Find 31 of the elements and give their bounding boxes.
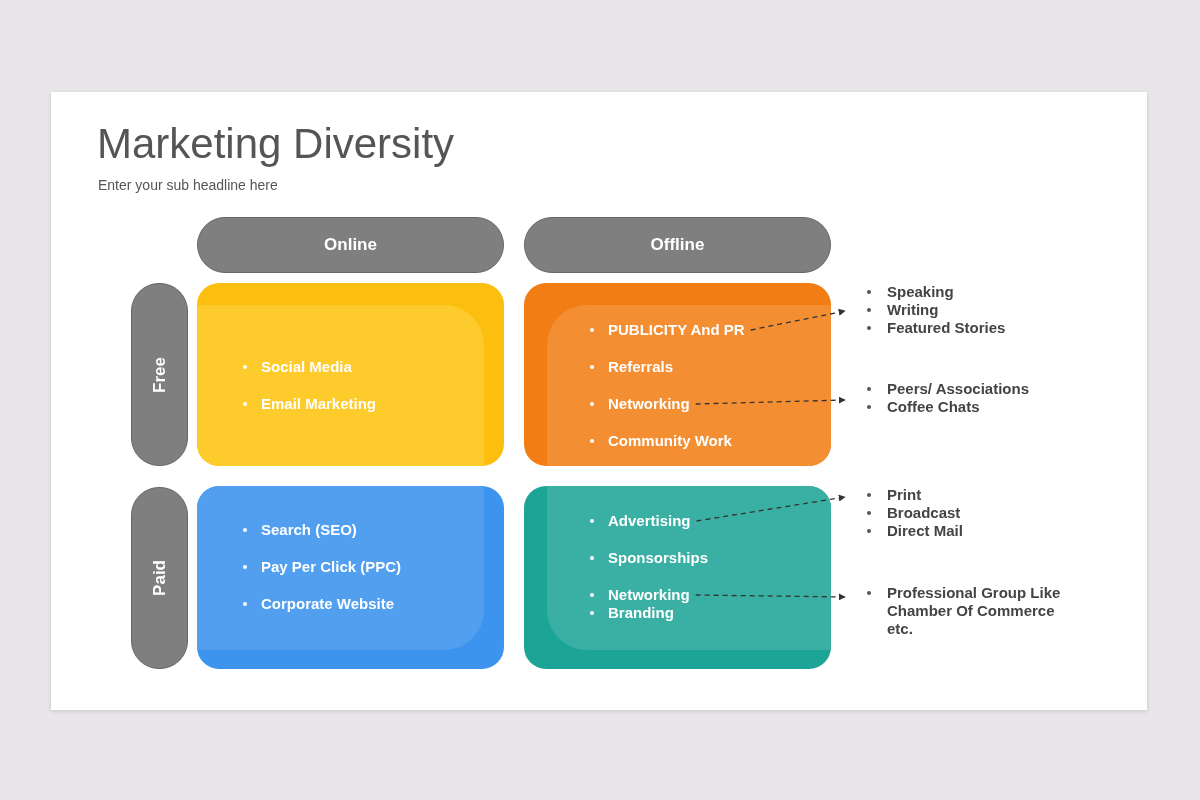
list-item: Networking: [588, 586, 690, 604]
list-item: Advertising: [588, 512, 691, 530]
bullet-list: Speaking Writing Featured Stories: [845, 283, 1045, 337]
list-item: Pay Per Click (PPC): [241, 558, 402, 576]
list-item: Networking: [588, 395, 690, 413]
list-item: Community Work: [588, 432, 732, 450]
bullet-list: Print Broadcast Direct Mail: [845, 486, 1045, 540]
list-item: Social Media: [241, 358, 352, 376]
column-header: Online: [197, 217, 504, 273]
list-item: Corporate Website: [241, 595, 395, 613]
bullet-list: Professional Group Like Chamber Of Commerce etc.: [845, 584, 1065, 638]
slide-title: Marketing Diversity: [97, 120, 455, 168]
row-header: Free: [131, 283, 188, 466]
quadrant-panel: [524, 283, 831, 466]
row-header: Paid: [131, 487, 188, 669]
list-item: Branding: [588, 604, 674, 622]
column-header: Offline: [524, 217, 831, 273]
list-item: Search (SEO): [241, 521, 357, 539]
list-item: PUBLICITY And PR: [588, 321, 745, 339]
list-item: Sponsorships: [588, 549, 708, 567]
arrow: [695, 396, 846, 405]
subtitle: Enter your sub headline here: [98, 177, 278, 193]
quadrant-panel: [197, 486, 504, 669]
bullet-list: Peers/ Associations Coffee Chats: [845, 380, 1045, 416]
quadrant-panel: [524, 486, 831, 669]
arrow: [750, 308, 846, 331]
list-item: Referrals: [588, 358, 674, 376]
quadrant-panel: [197, 283, 504, 466]
arrow: [695, 593, 846, 601]
list-item: Email Marketing: [241, 395, 377, 413]
arrow: [695, 494, 846, 522]
